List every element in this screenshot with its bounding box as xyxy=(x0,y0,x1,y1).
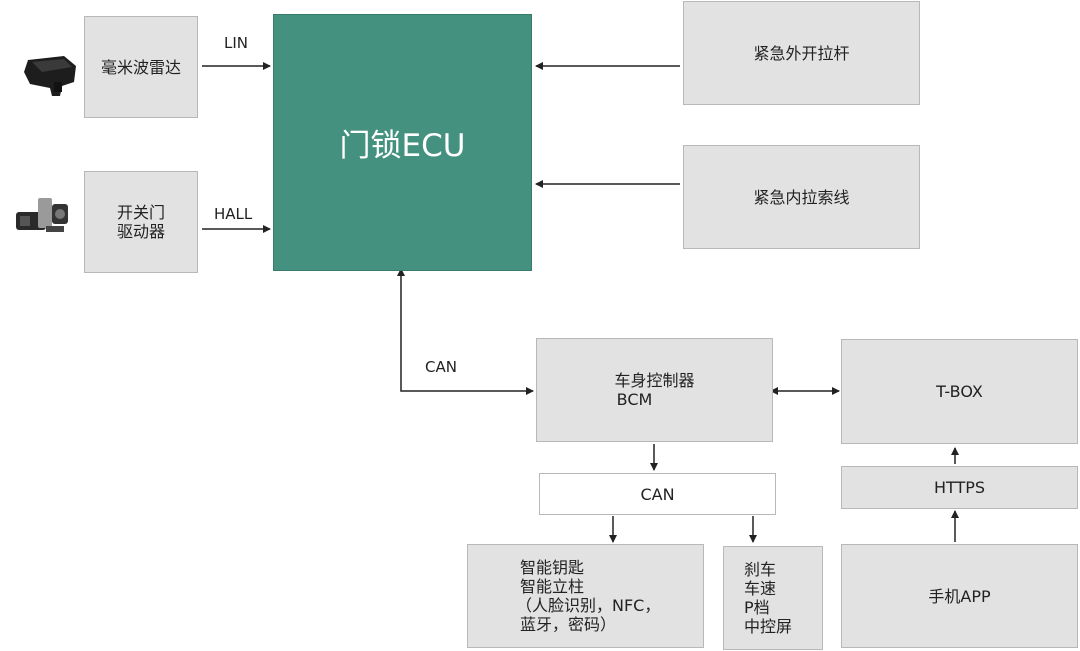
https-box: HTTPS xyxy=(841,466,1078,509)
radar-device-icon xyxy=(24,56,76,96)
https-label: HTTPS xyxy=(933,478,986,497)
p-gear-label: P档 xyxy=(744,598,770,617)
can-box-label: CAN xyxy=(640,484,675,504)
bcm-label-line1: 车身控制器 xyxy=(614,371,695,390)
can-bus-box: CAN xyxy=(539,473,776,515)
lin-label: LIN xyxy=(224,34,249,52)
center-screen-label: 中控屏 xyxy=(744,617,793,636)
mmwave-radar-box: 毫米波雷达 xyxy=(84,16,198,118)
tbox-label: T-BOX xyxy=(936,382,983,401)
door-driver-label-line1: 开关门 xyxy=(116,203,165,222)
door-driver-label-line2: 驱动器 xyxy=(116,222,165,241)
emergency-handle-box: 紧急外开拉杆 xyxy=(683,1,920,105)
phone-app-label: 手机APP xyxy=(928,586,991,606)
mmwave-radar-label: 毫米波雷达 xyxy=(100,57,181,77)
ecu-label: 门锁ECU xyxy=(339,128,466,164)
can-bus-label: CAN xyxy=(425,358,457,376)
smart-access-box: 智能钥匙 智能立柱 （人脸识别，NFC， 蓝牙，密码） xyxy=(467,544,704,648)
hall-label: HALL xyxy=(214,205,253,223)
door-driver-device-icon xyxy=(16,198,68,232)
brake-label: 刹车 xyxy=(744,560,777,579)
speed-label: 车速 xyxy=(744,579,777,598)
bcm-label-line2: BCM xyxy=(616,390,653,409)
emergency-cable-box: 紧急内拉索线 xyxy=(683,145,920,249)
smart-key-label: 智能钥匙 xyxy=(520,558,585,577)
tbox-box: T-BOX xyxy=(841,339,1078,444)
smart-pillar-label: 智能立柱 xyxy=(520,577,585,596)
door-driver-box: 开关门 驱动器 xyxy=(84,171,198,273)
smart-methods-label-line1: （人脸识别，NFC， xyxy=(516,596,661,615)
vehicle-signals-box: 刹车 车速 P档 中控屏 xyxy=(723,546,823,650)
phone-app-box: 手机APP xyxy=(841,544,1078,648)
can-link xyxy=(397,268,534,395)
door-lock-ecu: 门锁ECU xyxy=(273,14,532,271)
bcm-box: 车身控制器 BCM xyxy=(536,338,773,442)
emergency-cable-label: 紧急内拉索线 xyxy=(753,187,850,207)
smart-methods-label-line2: 蓝牙，密码） xyxy=(520,615,617,634)
emergency-handle-label: 紧急外开拉杆 xyxy=(753,43,850,63)
